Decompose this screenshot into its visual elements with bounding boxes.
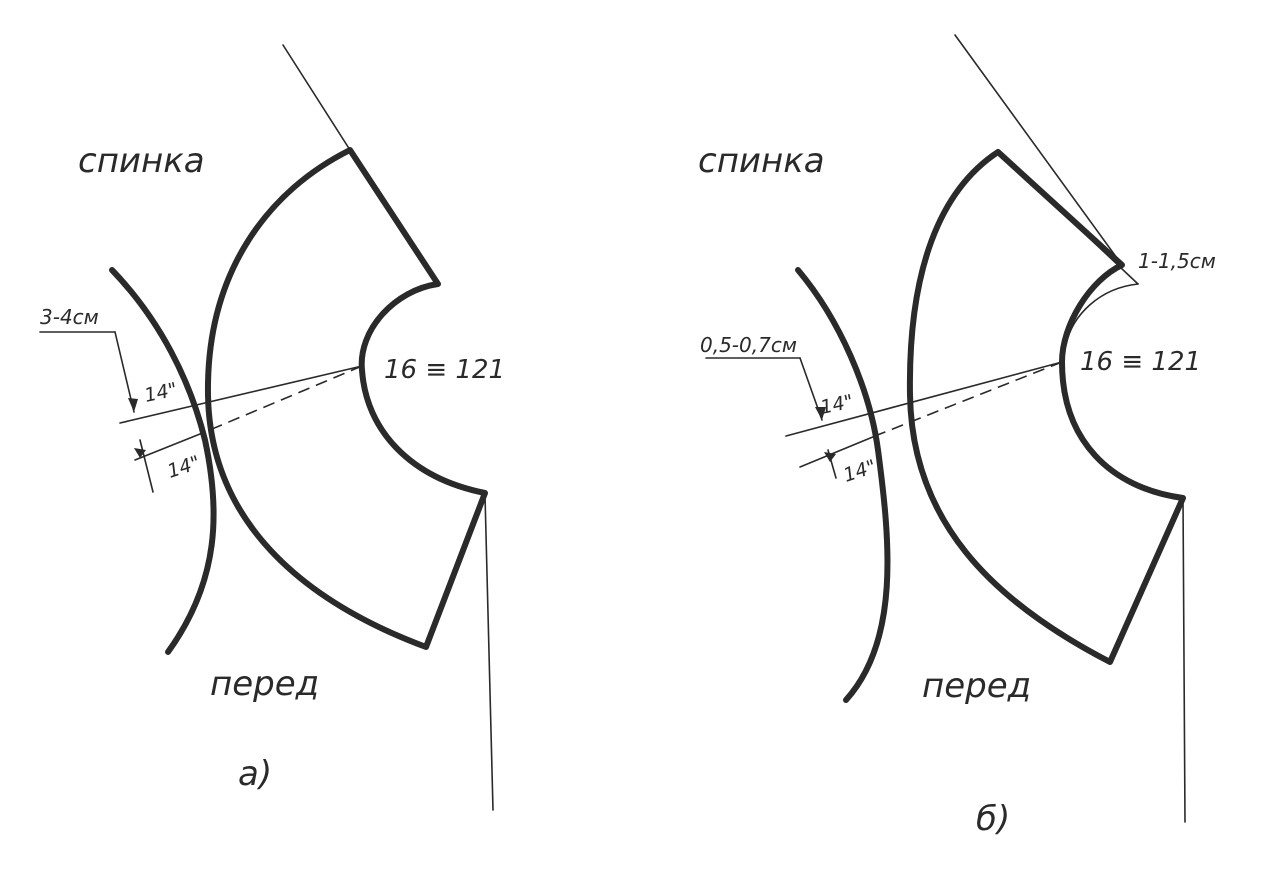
panel-b-label-back: спинка — [698, 141, 825, 181]
panel-b-shoulder-marker: 16 ≡ 121 — [1080, 347, 1201, 377]
panel-b-guide-line-top — [954, 34, 1123, 266]
panel-a-angle-upper: 14" — [142, 379, 179, 407]
panel-b-adjusted-curve — [1065, 283, 1139, 346]
panel-a-arrow-up — [128, 398, 138, 412]
panel-b-radial-dashed — [879, 361, 1063, 435]
panel-b-label-front: перед — [922, 666, 1031, 706]
panel-b-neckline-curve — [795, 267, 891, 703]
panel-a-measure-note: 3-4см — [40, 305, 99, 329]
panel-b-collar-outline — [906, 149, 1186, 665]
panel-a-label-front: перед — [210, 664, 319, 704]
panel-b-arrow-down — [824, 452, 836, 462]
panel-b-radial-lower — [799, 433, 881, 468]
panel-a-arrow-down — [134, 448, 146, 458]
panel-b-guide-line-bottom — [1182, 497, 1186, 823]
panel-b-radial-line — [785, 361, 1063, 437]
panel-a-radial-dashed — [204, 365, 363, 433]
panel-a-caption: а) — [238, 754, 272, 794]
panel-a-collar-outline — [204, 147, 488, 650]
panel-a: спинка перед 16 ≡ 121 3-4см 14" 14" а) — [39, 44, 505, 811]
panel-b-top-offset-note: 1-1,5см — [1138, 249, 1216, 273]
panel-a-angle-lower: 14" — [165, 452, 203, 483]
panel-a-radial-line — [119, 365, 363, 424]
panel-a-neckline-curve — [109, 267, 217, 655]
panel-a-guide-line-bottom — [484, 494, 494, 811]
panel-b-angle-upper: 14" — [818, 391, 855, 419]
panel-a-shoulder-marker: 16 ≡ 121 — [384, 355, 505, 385]
panel-a-guide-line-top — [282, 44, 351, 151]
panel-b-measure-note: 0,5-0,7см — [700, 333, 797, 357]
panel-a-radial-lower — [134, 431, 206, 461]
panel-b: спинка перед 16 ≡ 121 0,5-0,7см 1-1,5см … — [698, 34, 1216, 839]
panel-b-angle-lower: 14" — [841, 456, 879, 487]
panel-b-arrow-up — [815, 407, 826, 420]
panel-b-caption: б) — [976, 799, 1010, 839]
panel-a-dim-line — [139, 439, 154, 493]
panel-a-label-back: спинка — [78, 141, 205, 181]
